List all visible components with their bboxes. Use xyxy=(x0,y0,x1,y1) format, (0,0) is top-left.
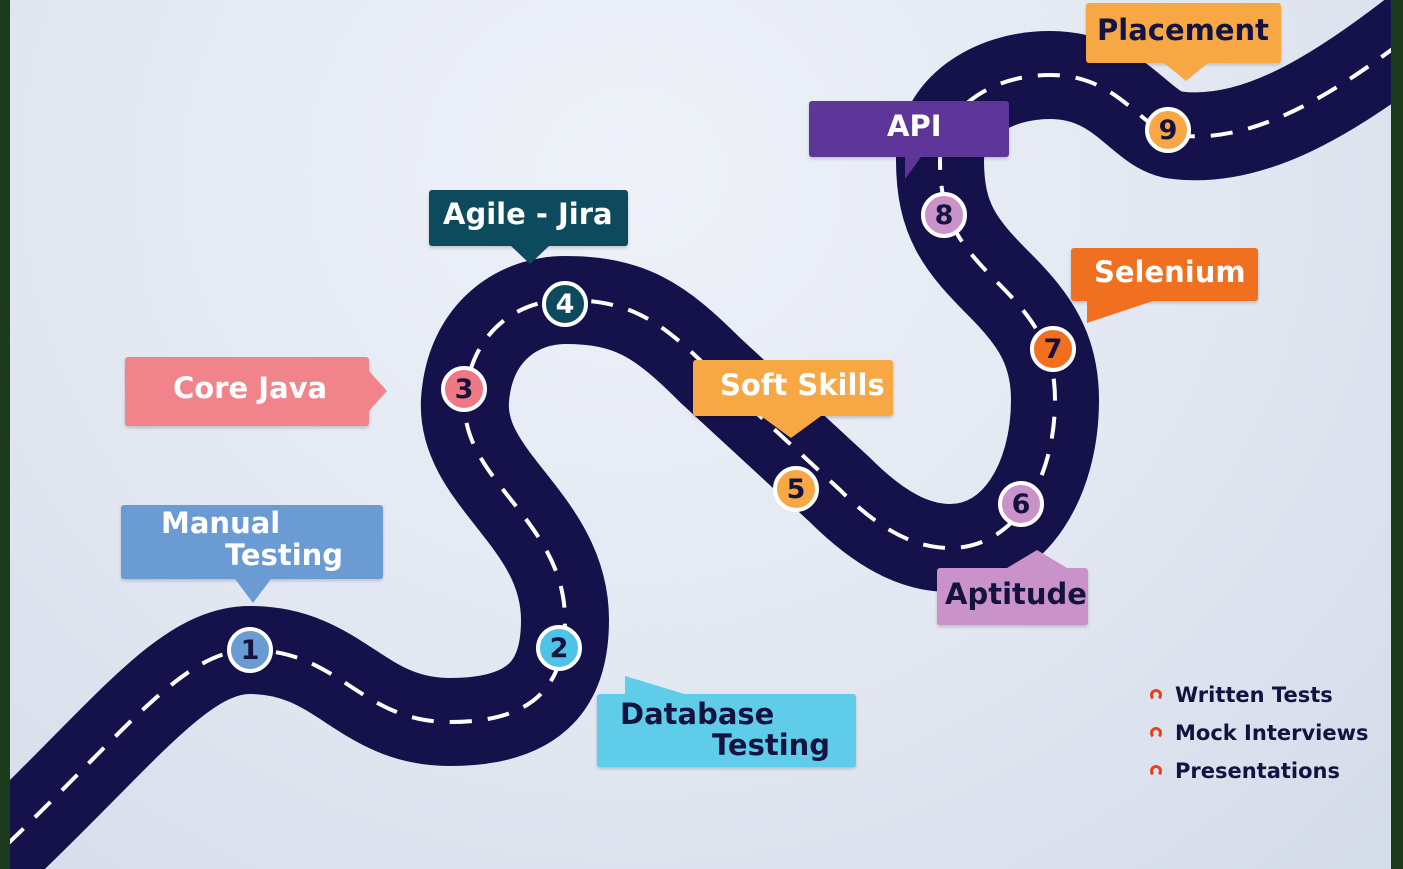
step-8-callout-pointer xyxy=(905,157,921,179)
step-1-callout: Manual Testing xyxy=(121,505,383,603)
step-2-callout: Database Testing xyxy=(597,676,856,767)
step-5-marker[interactable]: 5 xyxy=(773,466,819,512)
step-6-label: Aptitude xyxy=(945,577,1087,611)
step-6-number: 6 xyxy=(1011,488,1031,520)
placement-extra-label: Written Tests xyxy=(1175,683,1333,707)
step-1-label-line-2: Testing xyxy=(225,538,344,572)
step-2-label-line-2: Testing xyxy=(712,728,831,762)
step-9-callout-pointer xyxy=(1164,63,1208,81)
bullet-ring-icon xyxy=(1150,727,1162,739)
step-8-number: 8 xyxy=(934,199,954,231)
step-5-callout-pointer xyxy=(761,416,821,438)
step-3-marker[interactable]: 3 xyxy=(441,366,487,412)
step-9-label: Placement xyxy=(1097,13,1270,47)
step-6-callout-pointer xyxy=(1007,550,1067,568)
step-2-number: 2 xyxy=(549,632,569,664)
step-1-number: 1 xyxy=(240,634,260,666)
step-6-marker[interactable]: 6 xyxy=(998,481,1044,527)
step-5-callout: Soft Skills xyxy=(693,360,893,438)
step-8-marker[interactable]: 8 xyxy=(921,192,967,238)
step-1-callout-pointer xyxy=(235,579,271,603)
step-4-number: 4 xyxy=(555,288,575,320)
step-7-callout: Selenium xyxy=(1071,248,1258,323)
step-4-callout-pointer xyxy=(511,246,549,264)
step-3-label: Core Java xyxy=(173,371,328,405)
step-3-callout-pointer xyxy=(369,371,387,411)
step-6-callout: Aptitude xyxy=(937,550,1088,625)
step-9-number: 9 xyxy=(1158,114,1178,146)
bullet-ring-icon xyxy=(1150,689,1162,701)
step-8-label: API xyxy=(887,109,942,143)
step-4-callout: Agile - Jira xyxy=(429,190,628,264)
step-2-callout-pointer xyxy=(625,676,691,696)
step-9-marker[interactable]: 9 xyxy=(1145,107,1191,153)
bullet-ring-icon xyxy=(1150,765,1162,777)
step-5-number: 5 xyxy=(786,473,806,505)
step-7-label: Selenium xyxy=(1094,255,1246,289)
step-7-marker[interactable]: 7 xyxy=(1030,326,1076,372)
roadmap-canvas: Manual Testing 1 Database Testing 2 Core… xyxy=(10,0,1391,869)
step-3-callout: Core Java xyxy=(125,357,387,426)
step-3-number: 3 xyxy=(454,373,474,405)
step-4-label: Agile - Jira xyxy=(443,197,613,231)
step-1-marker[interactable]: 1 xyxy=(227,627,273,673)
step-5-label: Soft Skills xyxy=(720,368,885,402)
placement-extra-label: Presentations xyxy=(1175,759,1341,783)
step-9-callout: Placement xyxy=(1086,3,1281,81)
step-1-label-line-1: Manual xyxy=(161,506,281,540)
step-8-callout: API xyxy=(809,101,1009,179)
step-7-number: 7 xyxy=(1043,333,1063,365)
step-2-marker[interactable]: 2 xyxy=(536,625,582,671)
step-2-label-line-1: Database xyxy=(620,697,775,731)
road-center-dashes xyxy=(10,47,1391,845)
step-7-callout-pointer xyxy=(1087,301,1153,323)
placement-extra-label: Mock Interviews xyxy=(1175,721,1369,745)
winding-road xyxy=(10,0,1391,869)
step-4-marker[interactable]: 4 xyxy=(542,281,588,327)
